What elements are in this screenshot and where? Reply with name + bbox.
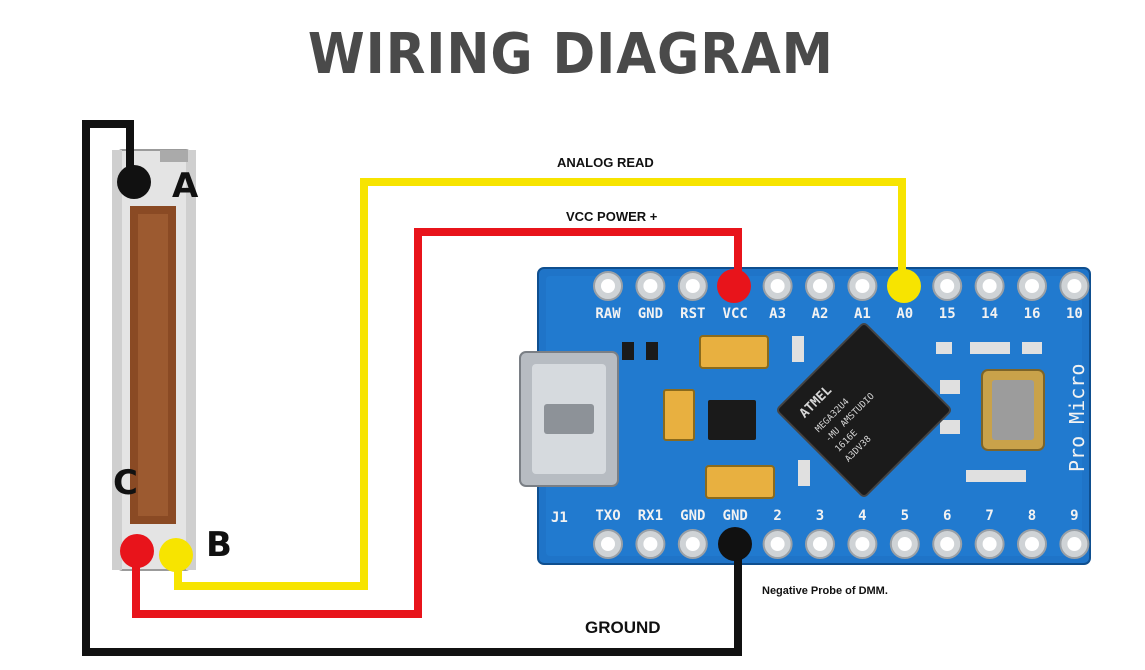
terminal-b-label: B [206,525,232,565]
pin-label: GND [723,508,748,524]
pin-label: GND [680,508,705,524]
pin-label: A0 [896,306,913,322]
pin-label: GND [638,306,663,322]
terminal-c-dot [120,534,154,568]
pin-label: TXO [595,508,620,524]
pin-label: 14 [981,306,998,322]
ground-wire [82,120,742,656]
pin-hole [601,537,615,551]
pin-hole [643,537,658,551]
pin-hole [685,279,700,293]
pin-hole [813,537,827,551]
pin-label: RAW [595,306,621,322]
j1-label: J1 [551,510,568,526]
board-name: Pro Micro [1065,364,1089,472]
terminal-a-dot [117,165,151,199]
vcc-pin-dot [717,269,751,303]
analog-read-label: ANALOG READ [557,155,654,170]
pin-hole [770,279,785,293]
pin-hole [855,279,870,293]
pin-label: A3 [769,306,786,322]
analog-read-wire [174,178,906,590]
terminal-c-label: C [113,463,138,503]
pin-label: 15 [939,306,956,322]
terminal-b-dot [159,538,193,572]
pin-hole [685,537,700,551]
ground-label: GROUND [585,618,661,637]
pin-label: A1 [854,306,871,322]
gnd-pin-dot [718,527,752,561]
capacitor [699,335,769,369]
pin-hole [897,537,912,551]
pin-hole [1025,279,1039,293]
pin-label: 7 [985,508,993,524]
probe-note: Negative Probe of DMM. [762,585,888,597]
pin-hole [1067,537,1082,551]
pin-label: 9 [1070,508,1078,524]
vcc-power-label: VCC POWER + [566,209,658,224]
pin-hole [940,537,955,551]
pin-hole [770,537,785,551]
pin-hole [643,279,658,293]
pin-hole [855,537,870,551]
pin-label: 5 [901,508,909,524]
pin-hole [940,279,955,293]
slide-potentiometer [112,149,196,571]
pin-hole [1067,279,1082,293]
vcc-wire [132,228,742,618]
pin-label: RST [680,306,705,322]
pin-hole [601,279,615,293]
mcu-chip: ATMEL MEGA32U4 -MU AMSTUDIO 1616E A3DV38 [776,322,952,498]
pin-hole [813,279,827,293]
pin-hole [982,279,997,293]
page-title: WIRING DIAGRAM [307,22,834,87]
pin-label: 16 [1024,306,1041,322]
pin-label: 10 [1066,306,1083,322]
usb-connector [519,351,619,487]
pin-label: 2 [773,508,781,524]
pin-label: 8 [1028,508,1036,524]
pin-label: VCC [723,306,748,322]
a0-pin-dot [887,269,921,303]
pin-label: 6 [943,508,951,524]
pin-hole [982,537,997,551]
pin-hole [1025,537,1039,551]
pin-label: 3 [816,508,824,524]
pin-label: RX1 [638,508,663,524]
pro-micro-board: ATMEL MEGA32U4 -MU AMSTUDIO 1616E A3DV38… [519,267,1091,565]
terminal-a-label: A [172,166,199,206]
pin-label: A2 [812,306,829,322]
capacitor [705,465,775,499]
pin-label: 4 [858,508,866,524]
